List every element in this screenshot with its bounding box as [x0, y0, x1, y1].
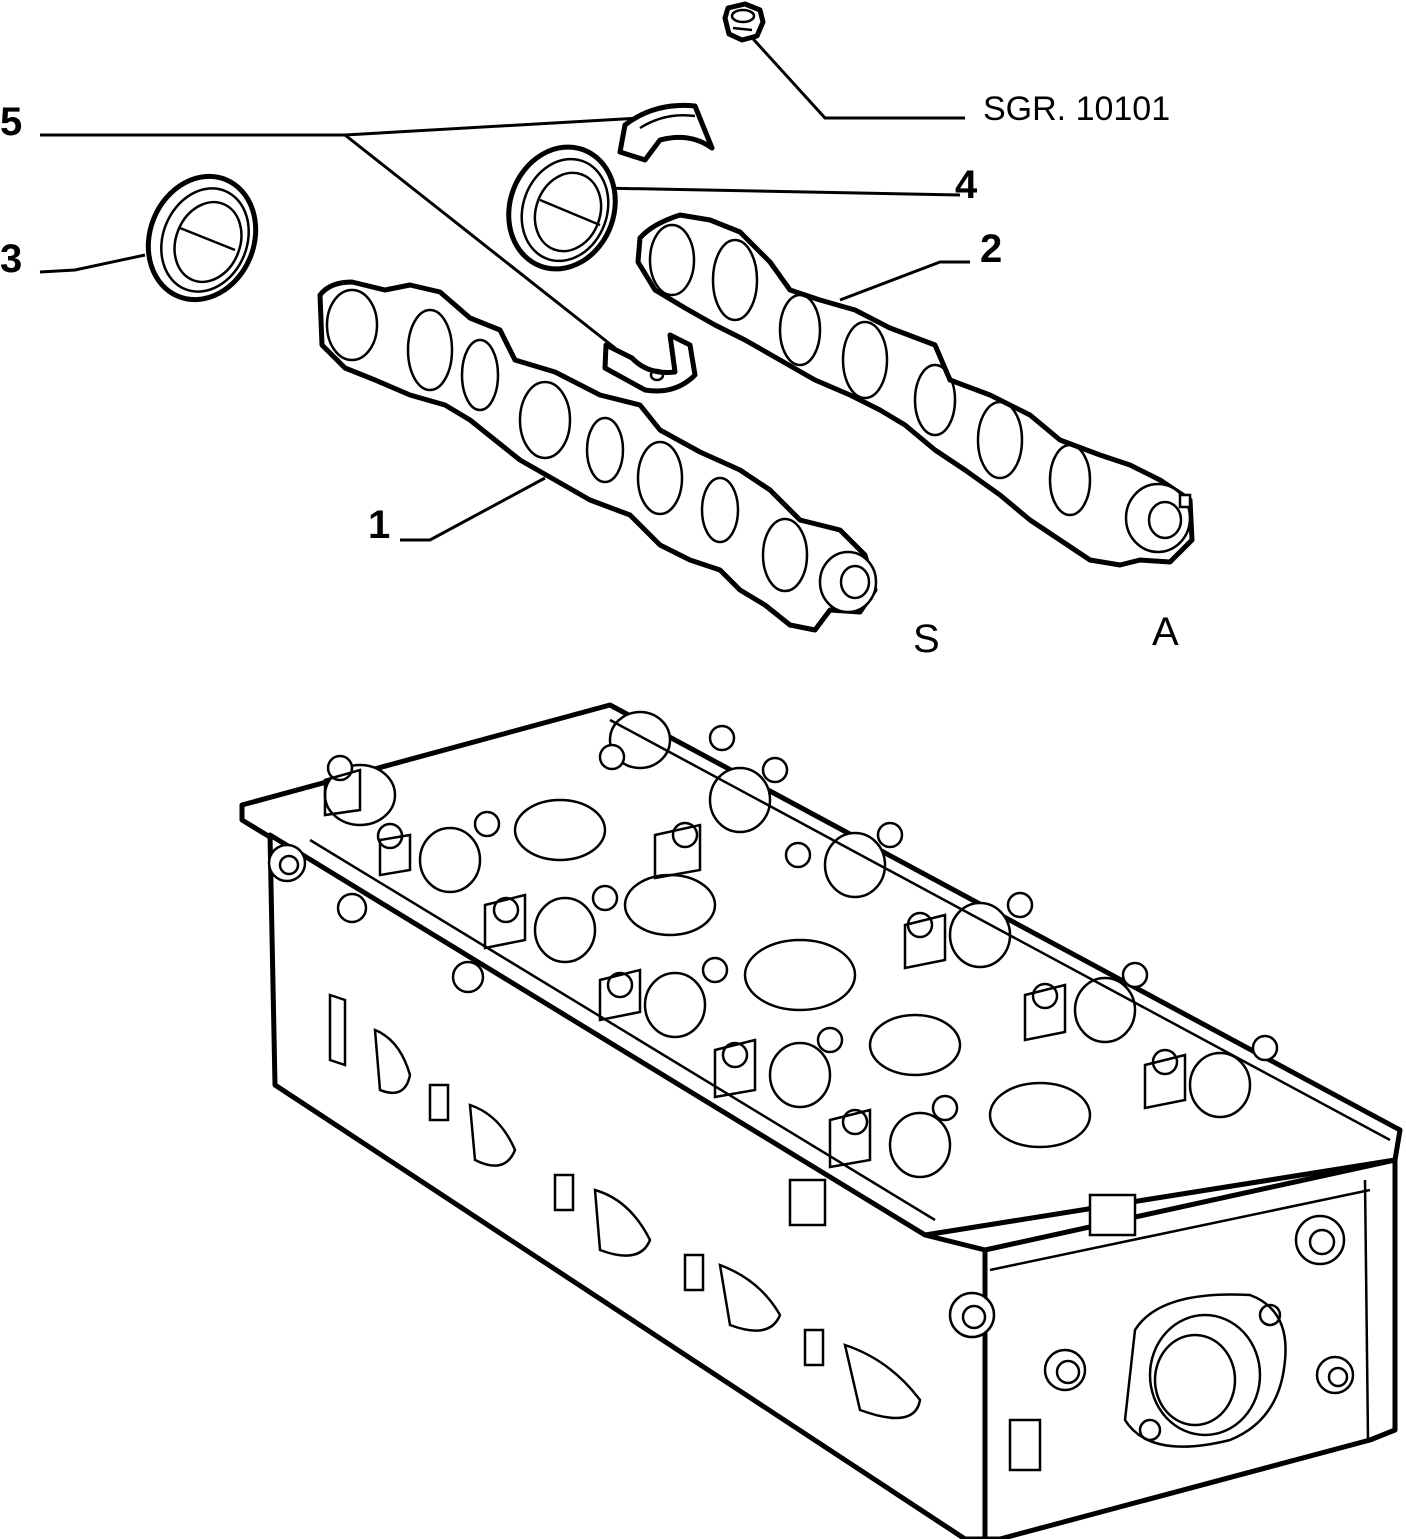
bearing-caps	[323, 710, 1252, 1179]
callout-1: 1	[368, 503, 390, 547]
callout-5: 5	[0, 100, 22, 144]
bearing-shell-upper	[617, 102, 715, 163]
head-end-face	[982, 1157, 1398, 1539]
leader-line-ref	[743, 28, 965, 120]
leader-line-5	[40, 116, 641, 137]
callout-3: 3	[0, 237, 22, 281]
callout-2: 2	[980, 227, 1002, 271]
leader-line-5b	[344, 133, 616, 350]
camshaft-1	[317, 279, 878, 633]
side-label-exhaust: S	[913, 617, 940, 661]
camshaft-2	[635, 212, 1195, 568]
leader-line-4	[599, 186, 961, 197]
side-label-intake: A	[1152, 610, 1179, 654]
cylinder-head	[239, 702, 1403, 1539]
labels: 5 3 4 2 1 SGR. 10101 S A	[0, 90, 1179, 661]
oil-seal-4	[506, 144, 618, 272]
part-reference: SGR. 10101	[983, 90, 1170, 128]
leader-line-1	[400, 476, 546, 542]
callout-4: 4	[955, 163, 978, 207]
bearing-shell-lower	[602, 332, 698, 394]
bolt-part	[722, 1, 766, 43]
leader-line-3	[39, 253, 146, 274]
leader-lines	[39, 28, 970, 542]
cap-bolts	[326, 724, 1279, 1136]
oil-seal-3	[145, 173, 259, 303]
leader-line-2	[839, 260, 970, 302]
cap-blocks	[323, 768, 1187, 1169]
